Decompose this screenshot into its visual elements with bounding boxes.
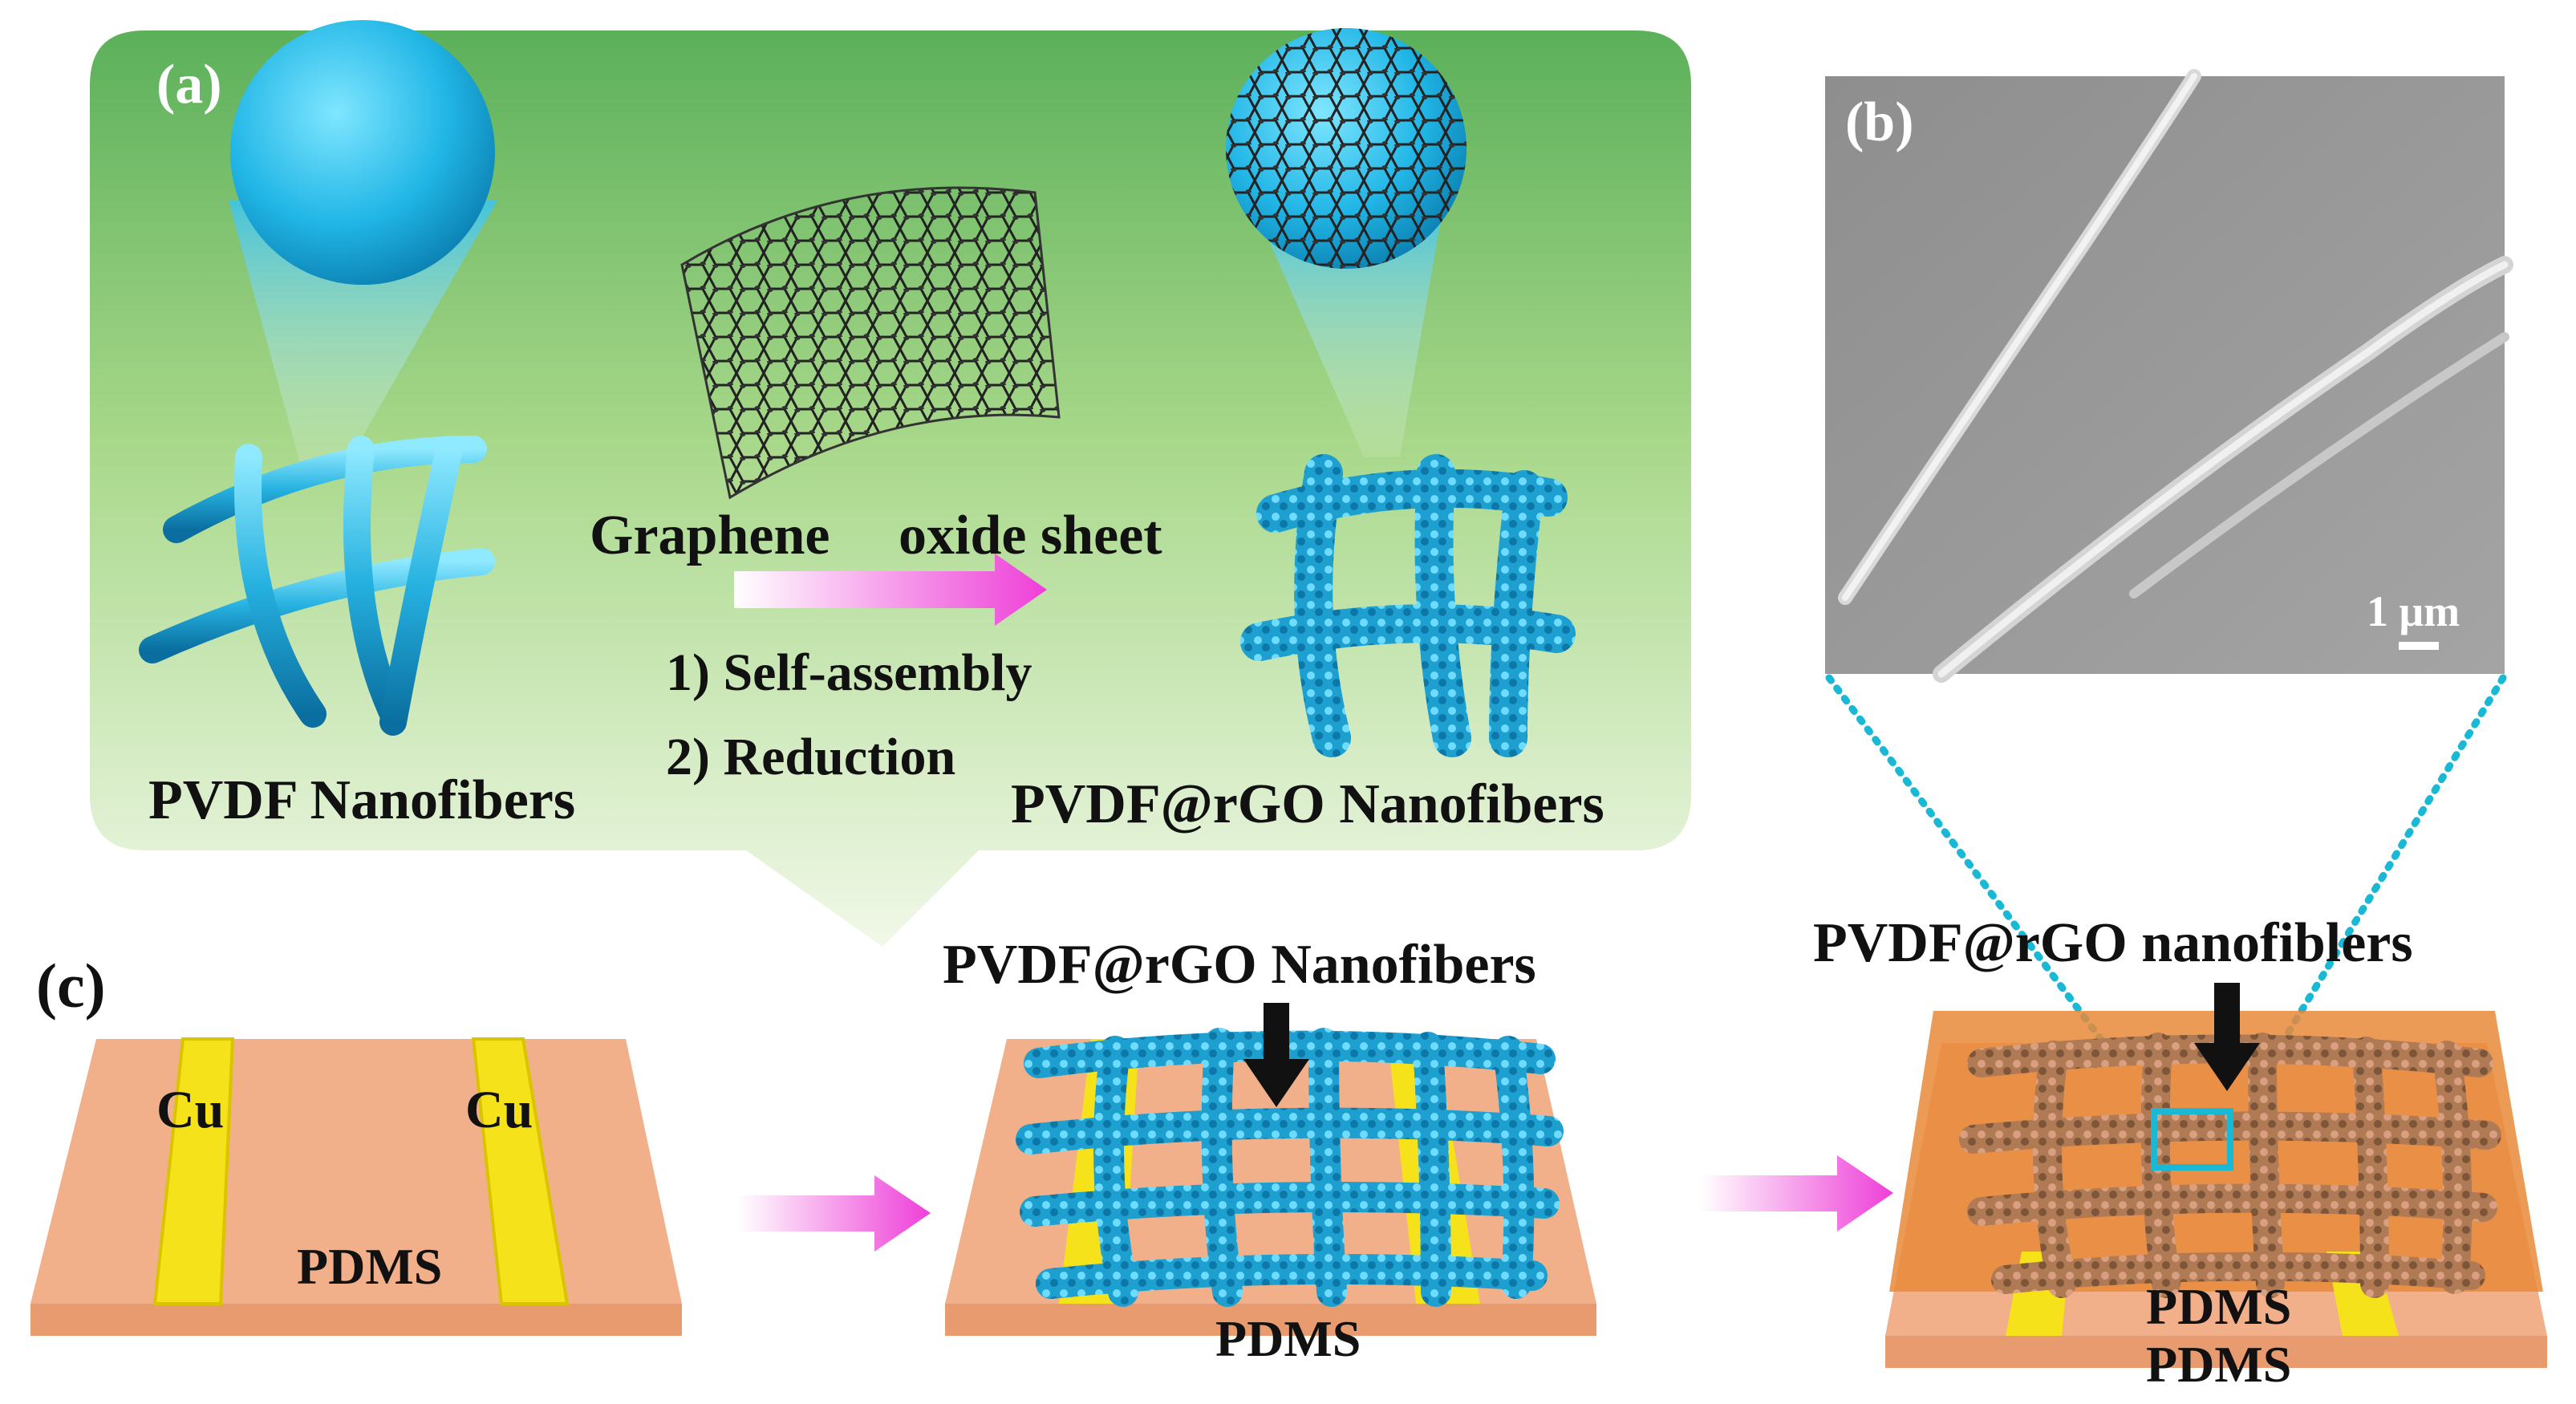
pdms-label-device-3-bottom: PDMS [2146,1336,2291,1393]
cu-label-left: Cu [156,1081,224,1139]
panel-b-label: (b) [1845,91,1914,153]
panel-a: (a) PVDF Nanofibers Graphene oxide sheet… [90,20,1691,947]
cu-label-right: Cu [465,1081,533,1139]
panel-c: (c) Cu Cu PDMS PVDF@rGO Nanofibers [30,912,2547,1393]
step-self-assembly: 1) Self-assembly [666,643,1032,702]
pdms-label-device-1: PDMS [297,1238,442,1295]
pvdf-rgo-nanofibers-label: PVDF@rGO Nanofibers [1011,773,1604,835]
panel-c-label: (c) [36,951,106,1021]
graphene-label: Graphene [590,505,830,566]
scale-bar-label: 1 μm [2367,587,2460,635]
scale-bar [2399,642,2439,650]
sem-image [1825,76,2505,674]
device-3: PVDF@rGO nanofiblers PDMS PDMS [1813,912,2547,1393]
pink-arrow-icon-2 [1701,1155,1893,1232]
pdms-label-device-2: PDMS [1215,1310,1361,1367]
panel-a-label: (a) [156,54,222,116]
pdms-substrate-edge [30,1304,682,1336]
device-3-top-label: PVDF@rGO nanofiblers [1813,912,2413,974]
rgo-coating-pattern [1226,28,1466,269]
device-2: PVDF@rGO Nanofibers PDMS [943,934,1596,1367]
pvdf-nanofibers-label: PVDF Nanofibers [148,769,575,831]
pdms-label-device-3-top: PDMS [2146,1278,2291,1335]
device-1: Cu Cu PDMS [30,1039,682,1336]
pvdf-fiber-sphere [230,20,495,285]
device-2-top-label: PVDF@rGO Nanofibers [943,934,1536,996]
step-reduction: 2) Reduction [666,728,955,786]
oxide-sheet-label: oxide sheet [899,505,1162,566]
pink-arrow-icon-1 [738,1175,931,1252]
